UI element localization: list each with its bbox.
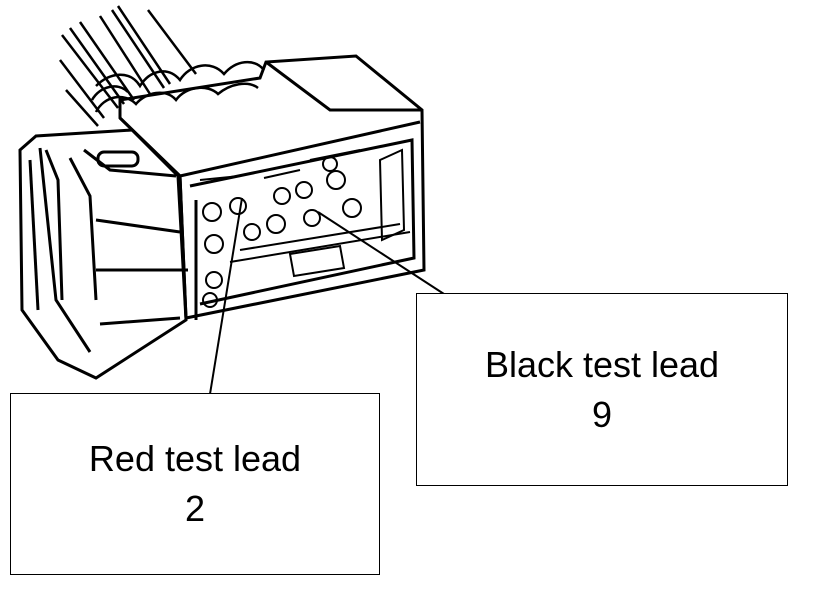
terminal-cavities [199,148,411,308]
connector-housing [118,54,426,320]
red-test-lead-label: Red test lead [88,438,302,479]
leader-lines [209,197,445,395]
red-lead-leader [209,197,243,395]
black-test-lead-label: Black test lead [484,343,720,385]
black-test-lead-pin: 9 [591,393,613,435]
red-test-lead-pin: 2 [184,488,206,529]
wire-bundle [59,5,265,127]
connector-front-frame [18,128,188,380]
black-test-lead-callout: Black test lead 9 [416,293,788,486]
red-test-lead-callout: Red test lead 2 [10,393,380,575]
black-lead-leader [317,211,445,295]
